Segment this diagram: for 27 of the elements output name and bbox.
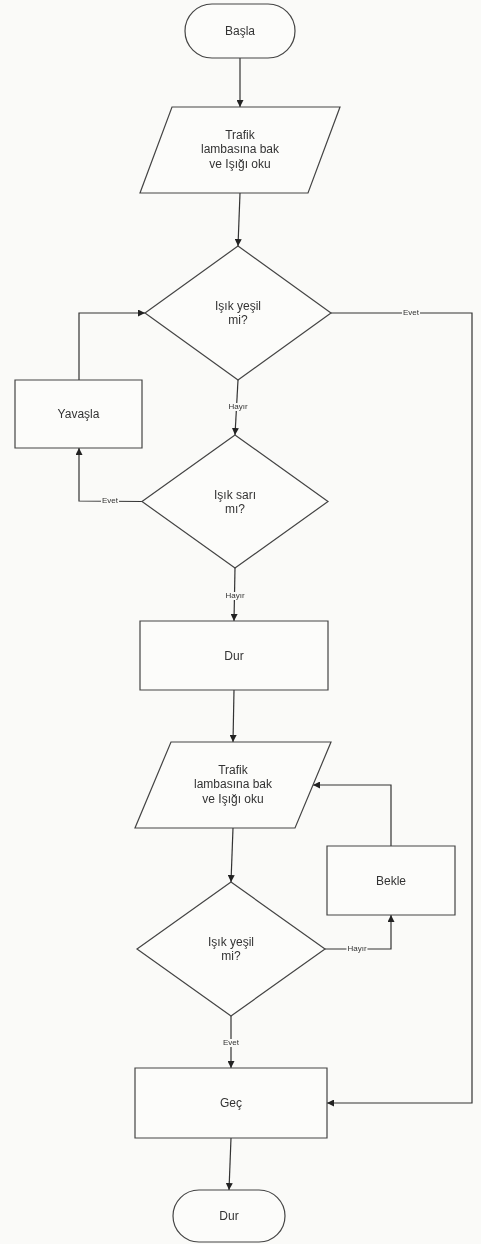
node-label: Başla [224,23,256,39]
edge-label: Evet [402,309,420,317]
node-label: Trafik lambasına bak ve Işığı oku [199,128,280,172]
arrow [236,57,244,108]
edge-label: Evet [101,497,119,505]
edge-label: Evet [222,1039,240,1047]
edge-label: Hayır [227,403,249,411]
node-label: Işık yeşil mi? [214,298,262,328]
node-label: Yavaşla [56,406,101,422]
arrow [312,781,392,847]
node-label: Işık yeşil mi? [207,934,255,964]
arrow [231,379,239,436]
arrow [229,689,237,743]
node-label: Dur [218,1208,240,1224]
node-label: Bekle [375,873,407,888]
node-label: Geç [219,1095,243,1111]
arrow [234,192,242,247]
node-label: Trafik lambasına bak ve Işığı oku [192,763,273,807]
node-label: Işık sarı mı? [213,487,257,516]
node-label: Dur [223,648,245,663]
arrow [227,1015,235,1069]
arrow [75,447,143,503]
edge-label: Hayır [224,592,246,600]
edge-label: Hayır [346,945,368,953]
arrow [78,309,146,381]
arrow [227,827,235,883]
arrow [225,1137,233,1191]
